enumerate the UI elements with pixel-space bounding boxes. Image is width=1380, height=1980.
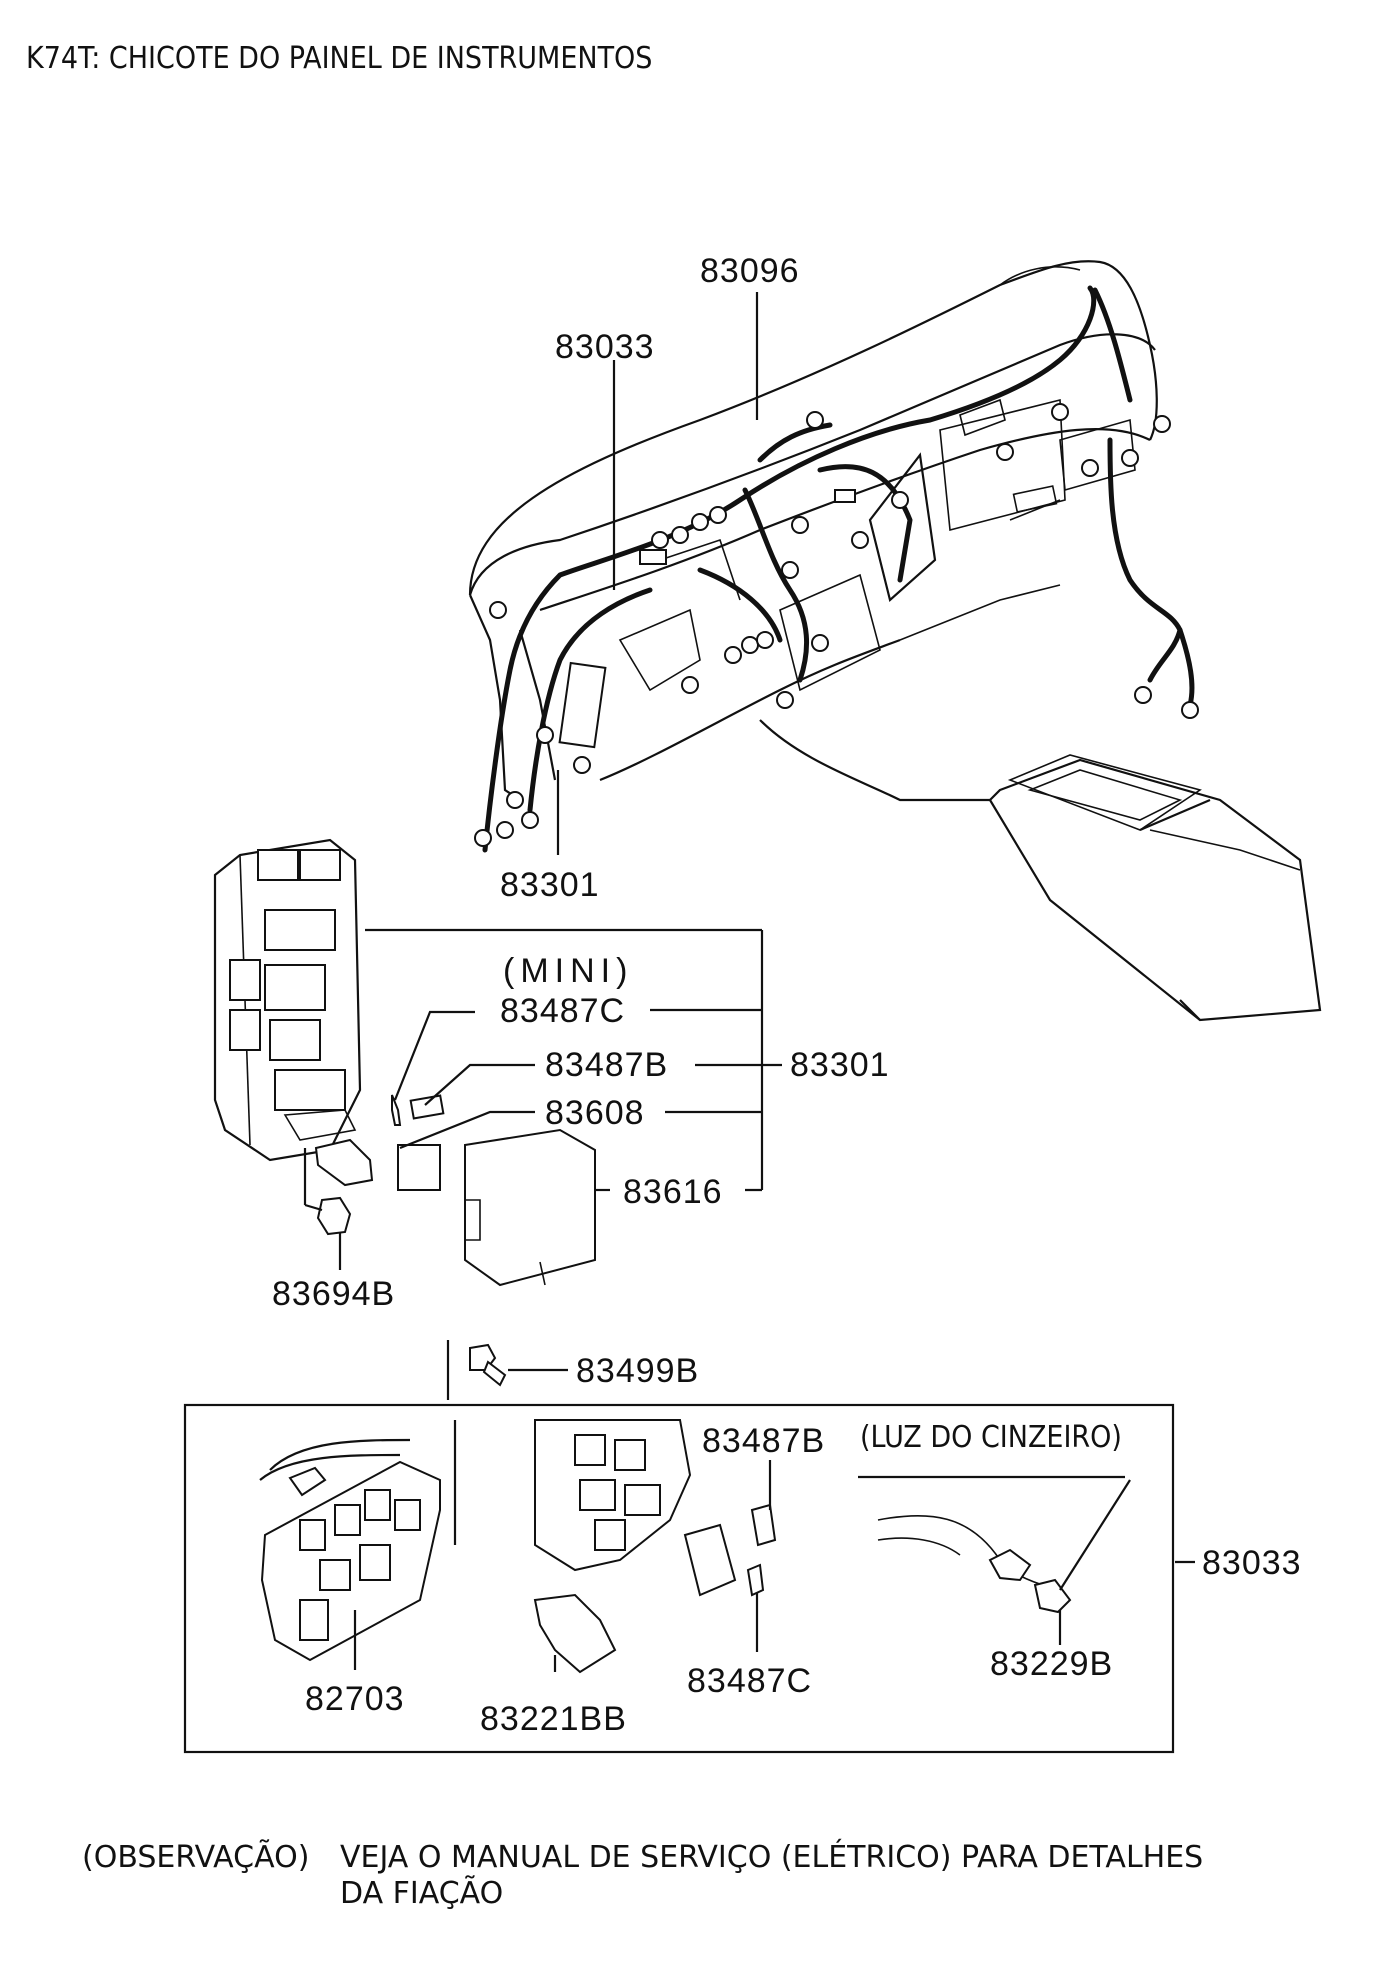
callout-83616: 83616 — [623, 1173, 723, 1211]
callout-82703: 82703 — [305, 1680, 405, 1718]
ashtray-light-illustration — [858, 1475, 1195, 1645]
callout-83487B-box: 83487B — [702, 1422, 825, 1460]
page-title: K74T: CHICOTE DO PAINEL DE INSTRUMENTOS — [26, 41, 652, 76]
callout-83033-top: 83033 — [555, 328, 655, 366]
callout-83487C-top: 83487C — [500, 992, 625, 1030]
callout-83499B: 83499B — [576, 1352, 699, 1390]
note-label: (OBSERVAÇÃO) — [82, 1839, 309, 1875]
note-line-2: DA FIAÇÃO — [340, 1875, 503, 1911]
callout-mini: (MINI) — [503, 952, 633, 990]
harness-connectors — [474, 403, 1199, 847]
dashboard-illustration — [468, 260, 1322, 1022]
callout-83608: 83608 — [545, 1094, 645, 1132]
bolt-83499B — [446, 1340, 568, 1400]
note-line-1: VEJA O MANUAL DE SERVIÇO (ELÉTRICO) PARA… — [340, 1839, 1203, 1875]
callout-83301-top: 83301 — [500, 866, 600, 904]
callout-ashtray-light: (LUZ DO CINZEIRO) — [860, 1420, 1122, 1455]
callout-83301-right: 83301 — [790, 1046, 890, 1084]
callout-83221BB: 83221BB — [480, 1700, 627, 1738]
callout-83229B: 83229B — [990, 1645, 1113, 1683]
callout-83487C-box: 83487C — [687, 1662, 812, 1700]
callout-83694B: 83694B — [272, 1275, 395, 1313]
junction-block-illustration — [213, 838, 596, 1287]
callout-83033-right: 83033 — [1202, 1544, 1302, 1582]
callout-83096: 83096 — [700, 252, 800, 290]
relay-block-82703 — [259, 1438, 441, 1670]
junction-leaders — [303, 928, 782, 1270]
wiring-harness — [482, 285, 1195, 853]
callout-83487B-top: 83487B — [545, 1046, 668, 1084]
detail-box — [183, 1403, 1175, 1754]
junction-block-detail — [533, 1419, 777, 1674]
